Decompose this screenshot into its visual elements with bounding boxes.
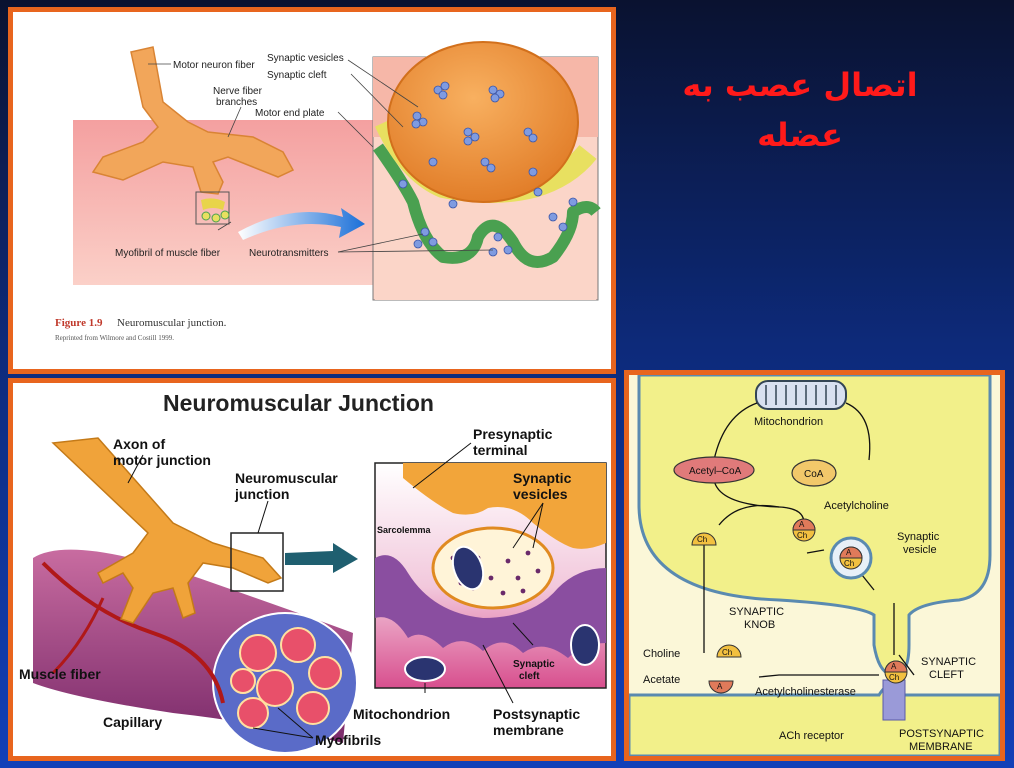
label-vesicles: vesicles: [513, 486, 568, 502]
label-terminal: terminal: [473, 442, 527, 458]
figure-panel-acetylcholine-cycle: Mitochondrion Acetyl–CoA CoA Acetylcholi…: [624, 370, 1005, 761]
magnify-arrow-2: [285, 543, 358, 573]
label-axon-of: Axon of: [113, 436, 165, 452]
label-capillary: Capillary: [103, 714, 162, 730]
label-muscle-fiber: Muscle fiber: [19, 666, 101, 682]
ch-a-cleft: [884, 660, 908, 684]
ch-free-knob: [691, 532, 717, 546]
a-label-vesicle: A: [846, 548, 852, 557]
label-synaptic-cleft-diagram: SYNAPTIC: [921, 656, 976, 668]
label-nerve-fiber: Nerve fiber: [213, 86, 263, 97]
label-acetyl-coa: Acetyl–CoA: [689, 466, 742, 477]
label-branches: branches: [216, 97, 257, 108]
mitochondrion-diagram: [755, 380, 847, 410]
label-synaptic: Synaptic: [513, 470, 572, 486]
neurotransmitters-dots: [398, 179, 578, 257]
label-coa: CoA: [804, 469, 824, 480]
ch-label-1: Ch: [797, 531, 807, 540]
vesicles-in-knob: [411, 81, 538, 177]
ch-a-molecule-1: [792, 518, 816, 542]
coa-node: [791, 459, 837, 487]
label-synaptic-cleft: Synaptic cleft: [267, 70, 327, 81]
a-label-1: A: [799, 520, 805, 529]
label-cleft: cleft: [519, 671, 540, 682]
label-synaptic-knob: SYNAPTIC: [729, 606, 784, 618]
ch-label-choline: Ch: [722, 648, 732, 657]
label-ach-receptor: ACh receptor: [779, 730, 844, 742]
a-label-cleft: A: [891, 662, 897, 671]
acetyl-coa-node: [673, 456, 755, 484]
mitochondrion-postsynaptic-2: [570, 624, 600, 666]
panel-title-neuromuscular-junction: Neuromuscular Junction: [163, 390, 434, 416]
mitochondrion-postsynaptic: [404, 656, 446, 682]
ch-label-cleft: Ch: [889, 673, 899, 682]
label-cleft-diagram: CLEFT: [929, 669, 964, 681]
label-synaptic-cleft: Synaptic: [513, 659, 555, 670]
label-motor-end-plate: Motor end plate: [255, 108, 325, 119]
label-junction: junction: [234, 486, 289, 502]
label-membrane: membrane: [493, 722, 564, 738]
axon-shape: [51, 437, 283, 624]
ach-cycle-diagram: Mitochondrion Acetyl–CoA CoA Acetylcholi…: [629, 375, 1000, 756]
nmj-illustration-bottom: Neuromuscular Junction: [19, 390, 607, 754]
label-neuromuscular: Neuromuscular: [235, 470, 338, 486]
label-mitochondrion-diagram: Mitochondrion: [754, 416, 823, 428]
nmj-illustration-top: Motor neuron fiber Nerve fiber branches …: [55, 41, 601, 342]
caption-title: Neuromuscular junction.: [117, 317, 227, 329]
mitochondrion-in-terminal: [451, 545, 485, 591]
leader-lines-bottom: [127, 442, 544, 739]
ach-receptor-shape: [882, 679, 906, 721]
label-acetylcholinesterase: Acetylcholinesterase: [755, 686, 856, 698]
label-neurotransmitters: Neurotransmitters: [249, 248, 328, 259]
postsynaptic-membrane-green: [373, 143, 601, 268]
label-sarcolemma: Sarcolemma: [377, 525, 432, 535]
ch-label-knob: Ch: [697, 535, 707, 544]
small-end-plate: [201, 198, 225, 210]
caption-credit: Reprinted from Wilmore and Costill 1999.: [55, 334, 174, 342]
label-postsynaptic: Postsynaptic: [493, 706, 580, 722]
label-presynaptic: Presynaptic: [473, 426, 553, 442]
detail-box: [195, 191, 230, 225]
label-vesicle: vesicle: [903, 544, 937, 556]
choline-molecule: [716, 644, 742, 658]
postsynaptic-folds: [375, 555, 606, 658]
label-choline: Choline: [643, 648, 680, 660]
figure-panel-neuromuscular-junction-detail: Neuromuscular Junction: [8, 378, 616, 761]
label-membrane-diagram: MEMBRANE: [909, 741, 973, 753]
figure-panel-neuromuscular-junction: Motor neuron fiber Nerve fiber branches …: [8, 7, 616, 374]
leader-lines-top: [148, 59, 494, 253]
acetate-molecule: [708, 680, 734, 694]
caption-figure-number: Figure 1.9: [55, 317, 103, 329]
label-synaptic-vesicles: Synaptic vesicles: [267, 53, 344, 64]
presynaptic-terminal-inset: [403, 463, 606, 549]
magnify-arrow: [238, 208, 365, 240]
label-postsynaptic-diagram: POSTSYNAPTIC: [899, 728, 984, 740]
myofibril-circles: [230, 627, 342, 729]
label-knob: KNOB: [744, 619, 775, 631]
label-acetylcholine: Acetylcholine: [824, 500, 889, 512]
label-myofibrils: Myofibrils: [315, 732, 381, 748]
capillary-vessel: [41, 561, 225, 704]
label-mitochondrion: Mitochondrion: [353, 706, 450, 722]
slide-title: اتصال عصب به عضله: [682, 66, 918, 154]
label-motor-neuron-fiber: Motor neuron fiber: [173, 60, 255, 71]
ch-label-vesicle: Ch: [844, 559, 854, 568]
label-motor-junction: motor junction: [113, 452, 211, 468]
label-myofibril: Myofibril of muscle fiber: [115, 248, 221, 259]
a-label-acetate: A: [717, 682, 723, 691]
label-synaptic-vesicle: Synaptic: [897, 531, 940, 543]
synaptic-vesicle-diagram: [829, 536, 873, 580]
nmj-detail-box: [230, 532, 284, 592]
nerve-fiber-branches: [91, 46, 295, 195]
label-acetate: Acetate: [643, 674, 680, 686]
